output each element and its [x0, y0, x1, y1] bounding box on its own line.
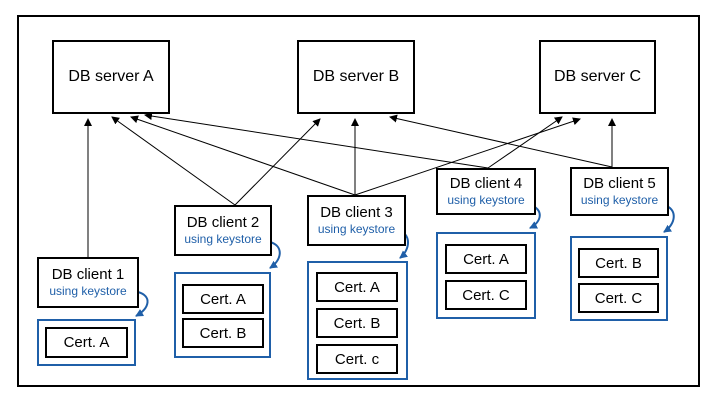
keystore-1: Cert. A — [37, 319, 136, 366]
db-client-2: DB client 2 using keystore — [174, 205, 272, 256]
keystore-label: using keystore — [580, 192, 659, 207]
cert-b: Cert. B — [182, 318, 264, 348]
keystore-hook-2 — [269, 241, 281, 269]
link-client5-serverB — [389, 114, 613, 168]
client-label: DB client 3 — [320, 203, 393, 221]
db-server-c: DB server C — [539, 40, 656, 114]
client-label: DB client 1 — [51, 265, 125, 283]
db-client-3: DB client 3 using keystore — [307, 195, 406, 246]
db-client-5: DB client 5 using keystore — [570, 167, 669, 216]
cert-c: Cert. C — [578, 283, 659, 313]
keystore-2: Cert. A Cert. B — [174, 272, 271, 358]
cert-a: Cert. A — [182, 284, 264, 314]
cert-a: Cert. A — [445, 244, 527, 274]
cert-c: Cert. c — [316, 344, 398, 374]
client-label: DB client 5 — [583, 174, 656, 192]
keystore-label: using keystore — [49, 283, 127, 298]
cert-a: Cert. A — [316, 272, 398, 302]
keystore-5: Cert. B Cert. C — [570, 236, 668, 321]
link-client4-serverC — [487, 116, 563, 169]
keystore-label: using keystore — [184, 231, 262, 246]
client-label: DB client 2 — [186, 213, 260, 231]
keystore-hook-1 — [135, 291, 149, 317]
keystore-3: Cert. A Cert. B Cert. c — [307, 261, 408, 380]
link-client3-serverC — [354, 117, 581, 196]
cert-c: Cert. C — [445, 280, 527, 310]
keystore-label: using keystore — [447, 192, 525, 207]
link-client2-serverA — [111, 116, 236, 206]
db-server-a: DB server A — [52, 40, 170, 114]
link-client3-serverA — [130, 115, 356, 196]
db-client-4: DB client 4 using keystore — [436, 168, 536, 215]
client-label: DB client 4 — [449, 174, 523, 192]
cert-a: Cert. A — [45, 327, 128, 358]
db-client-1: DB client 1 using keystore — [37, 257, 139, 308]
cert-b: Cert. B — [578, 248, 659, 278]
db-server-b: DB server B — [297, 40, 415, 114]
link-client2-serverB — [234, 118, 321, 206]
cert-b: Cert. B — [316, 308, 398, 338]
keystore-4: Cert. A Cert. C — [436, 232, 536, 319]
keystore-label: using keystore — [317, 221, 396, 236]
link-client4-serverA — [144, 112, 489, 169]
